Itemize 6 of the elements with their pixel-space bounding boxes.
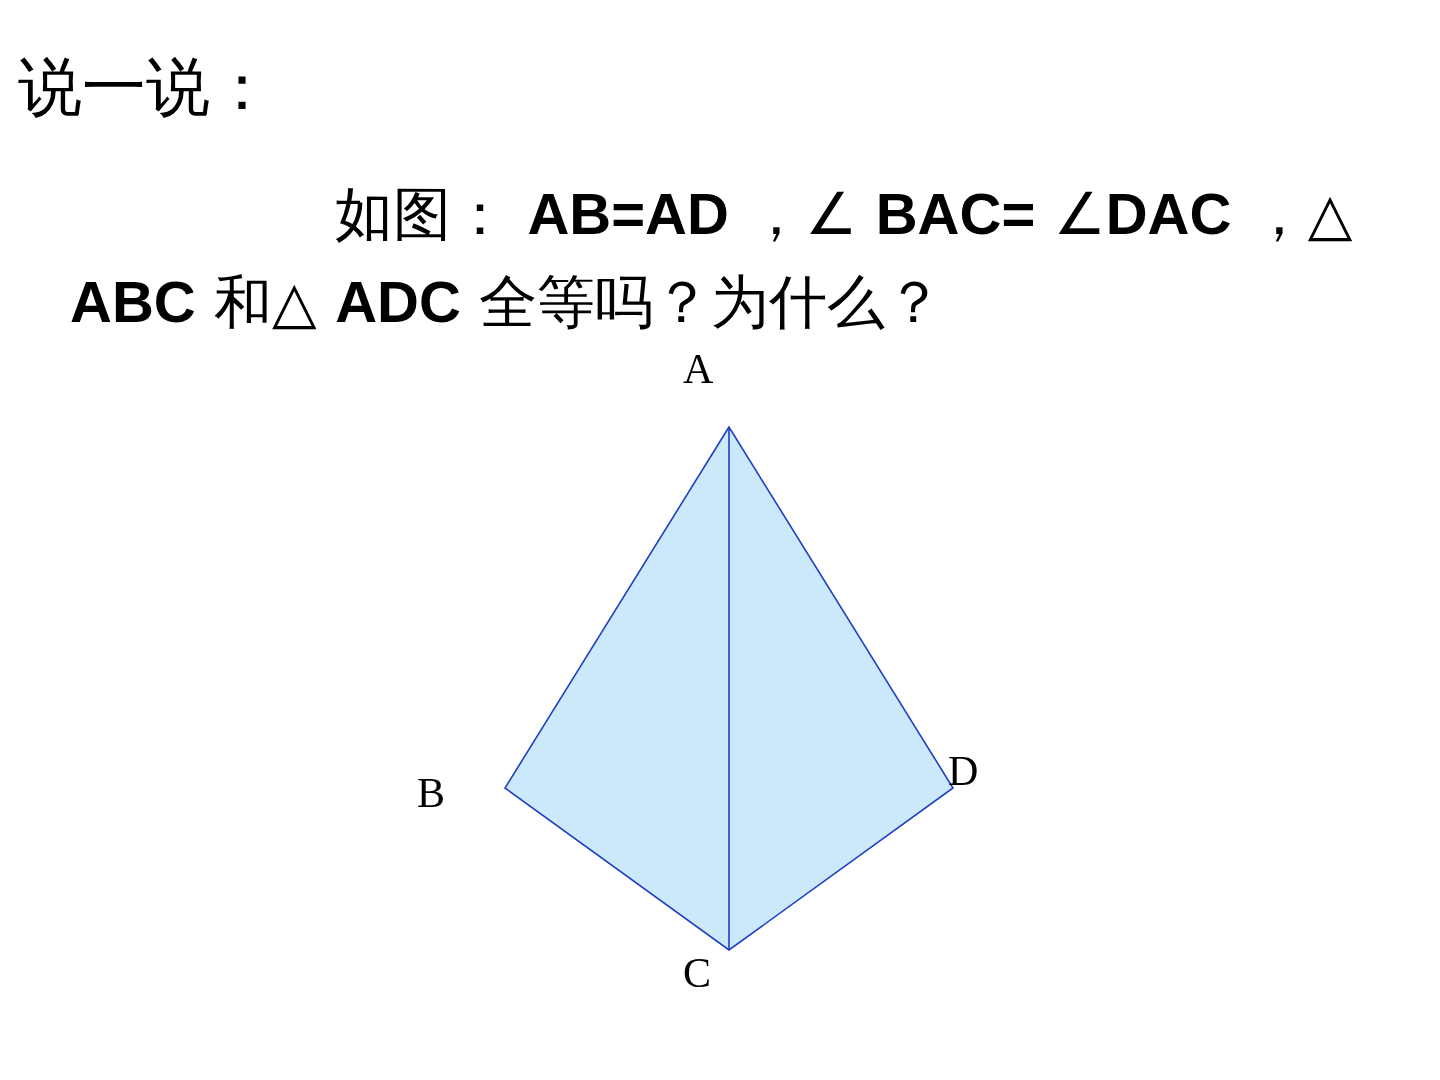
vertex-label: C xyxy=(683,952,711,994)
vertex-label: A xyxy=(683,348,714,390)
slide-title: 说一说： xyxy=(18,49,274,126)
question-text: 如图： AB=AD ，∠ BAC= ∠DAC ，△ ABC 和△ ADC 全等吗？为什么？ xyxy=(70,179,1354,338)
vertex-label: D xyxy=(948,750,979,792)
vertex-label: B xyxy=(417,772,445,814)
